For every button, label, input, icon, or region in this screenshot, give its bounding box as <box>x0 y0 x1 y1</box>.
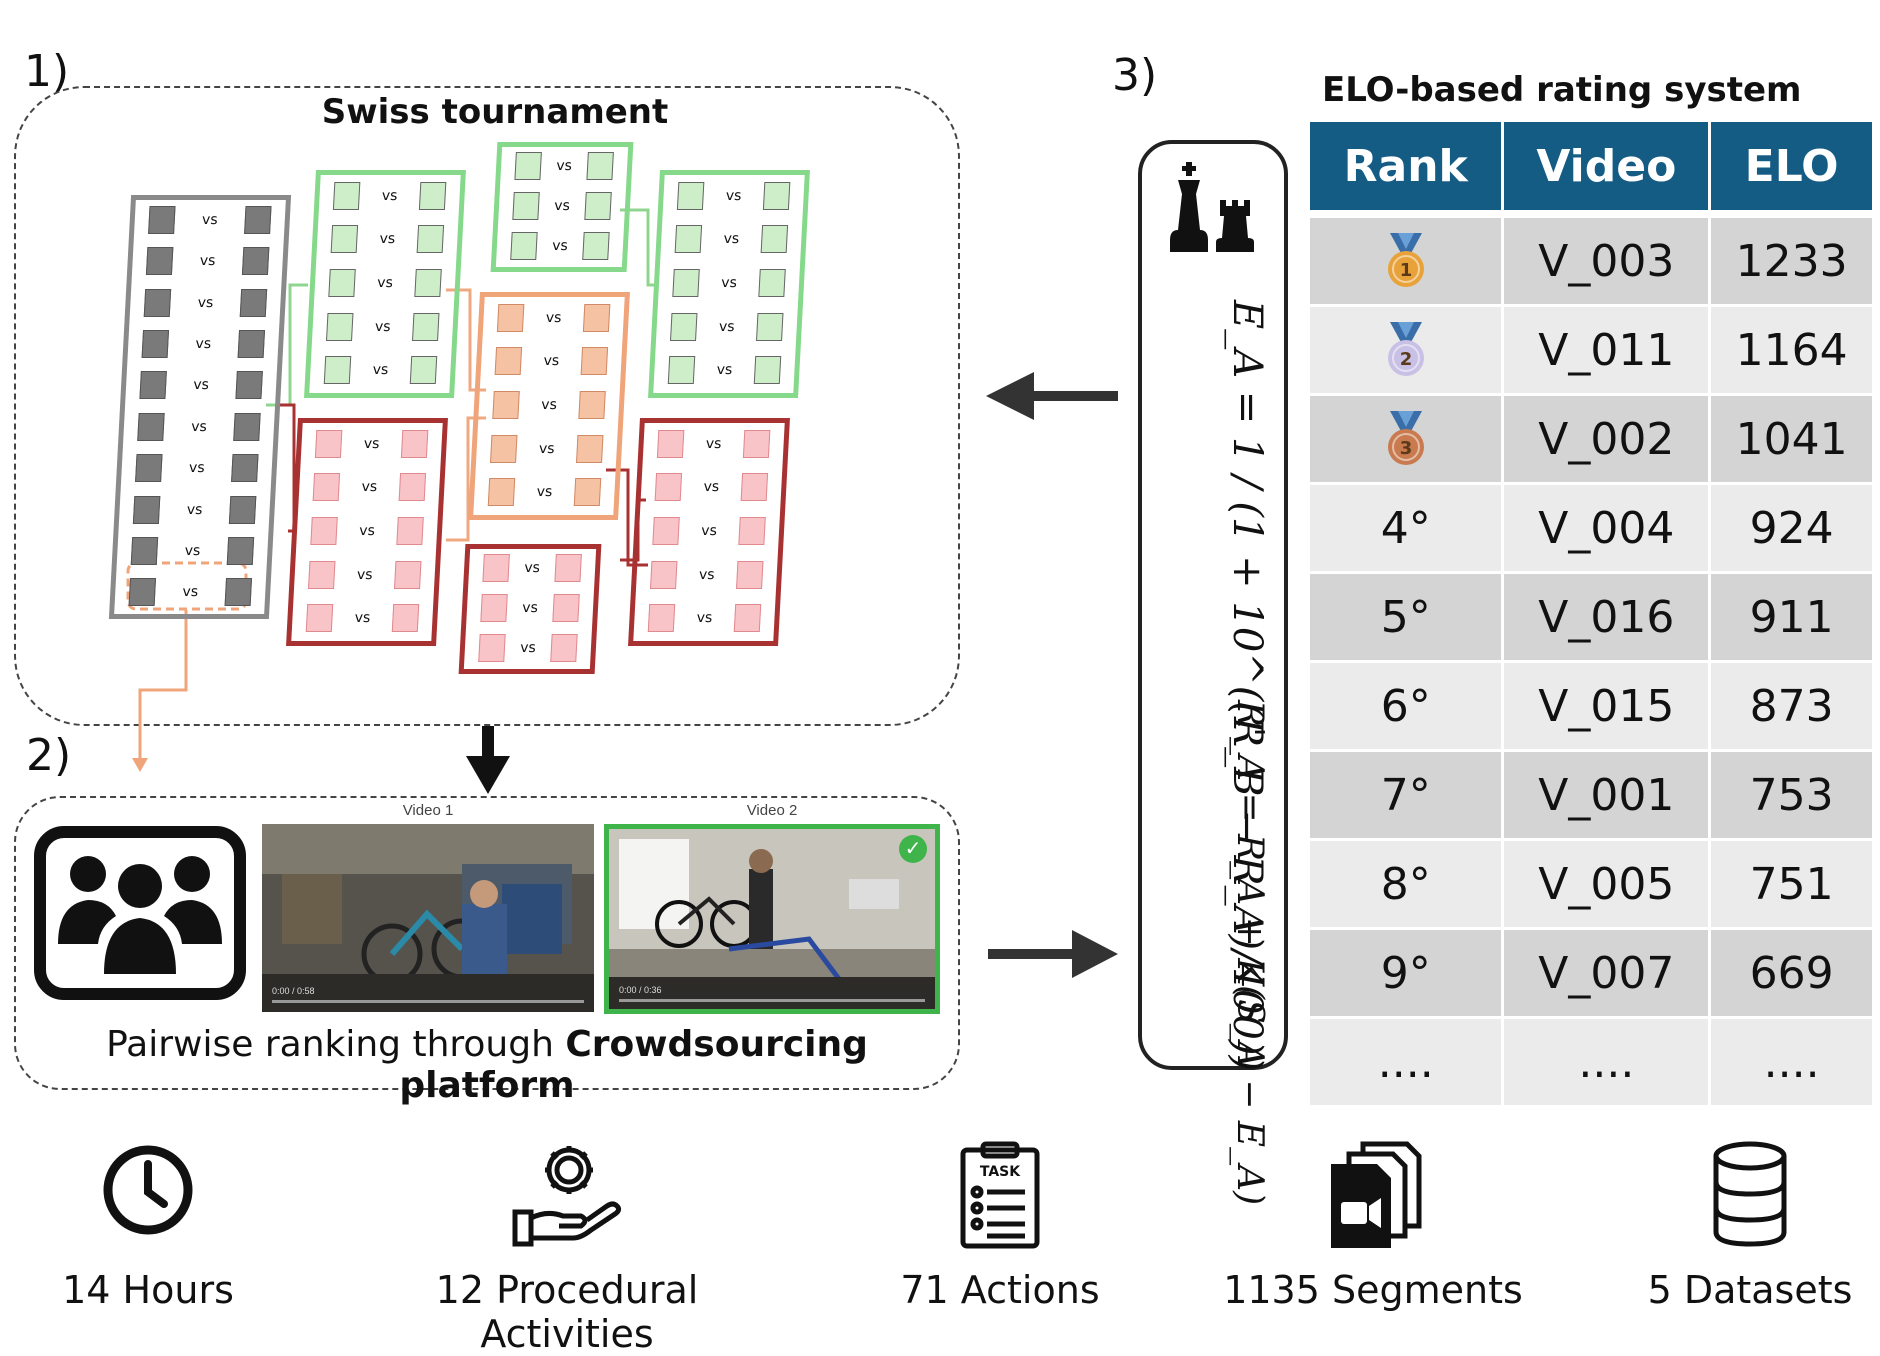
video-files-icon <box>1323 1140 1423 1255</box>
header-video: Video <box>1502 122 1712 218</box>
video-cell: V_011 <box>1502 305 1712 396</box>
video-2-label: Video 2 <box>746 802 798 819</box>
video-cell: V_001 <box>1502 750 1712 841</box>
chess-pieces-icon <box>1170 162 1254 252</box>
rank-cell: 8° <box>1310 839 1505 930</box>
table-row: ............ <box>1310 1017 1872 1108</box>
svg-text:3: 3 <box>1399 438 1412 459</box>
elo-cell: 751 <box>1709 839 1872 930</box>
elo-cell: 753 <box>1709 750 1872 841</box>
arrow-left-icon <box>986 372 1034 420</box>
gold-medal-icon: 1 <box>1384 231 1428 291</box>
video-cell: V_003 <box>1502 214 1712 307</box>
caption-bold: Crowdsourcing platform <box>399 1024 868 1106</box>
elo-cell: 911 <box>1709 572 1872 663</box>
stat-label: 14 Hours <box>62 1268 234 1312</box>
video-1-thumbnail <box>262 824 594 1012</box>
rank-cell: 7° <box>1310 750 1505 841</box>
rank-cell: 3 <box>1310 394 1505 485</box>
video-cell: V_015 <box>1502 661 1712 752</box>
clock-icon <box>98 1140 198 1245</box>
video-2-time: 0:00 / 0:36 <box>619 985 662 995</box>
selected-check-icon: ✓ <box>899 835 927 863</box>
arrow-down-icon <box>466 756 510 794</box>
rank-cell: 9° <box>1310 928 1505 1019</box>
crowdsourcing-panel <box>14 796 960 1090</box>
video-cell: .... <box>1502 1017 1712 1108</box>
rank-cell: 6° <box>1310 661 1505 752</box>
elo-cell: 873 <box>1709 661 1872 752</box>
hand-gear-icon <box>507 1140 627 1255</box>
caption-prefix: Pairwise ranking through <box>106 1024 566 1065</box>
database-icon <box>1710 1140 1790 1255</box>
step-3-label: 3) <box>1112 50 1158 101</box>
rank-cell: 1 <box>1310 214 1505 307</box>
rank-cell: 2 <box>1310 305 1505 396</box>
video-2-thumbnail <box>609 829 935 1009</box>
elo-cell: 924 <box>1709 483 1872 574</box>
group-people-icon <box>34 826 246 1000</box>
svg-text:TASK: TASK <box>980 1164 1021 1180</box>
video-1-label: Video 1 <box>402 802 454 819</box>
video-cell: V_002 <box>1502 394 1712 485</box>
video-1-progress[interactable] <box>272 1000 584 1003</box>
step-2-label: 2) <box>26 730 72 781</box>
video-1-time: 0:00 / 0:58 <box>272 986 315 996</box>
elo-formula-panel <box>1138 140 1288 1070</box>
tournament-title: Swiss tournament <box>321 92 669 132</box>
task-clipboard-icon: TASK <box>955 1140 1045 1255</box>
rating-update-formula: R'_A = R_A + K(S_A − E_A) <box>1229 700 1270 1206</box>
video-cell: V_005 <box>1502 839 1712 930</box>
svg-text:1: 1 <box>1399 260 1412 281</box>
header-elo: ELO <box>1709 122 1872 218</box>
stat-label: 71 Actions <box>900 1268 1100 1312</box>
header-rank: Rank <box>1310 122 1505 218</box>
video-cell: V_007 <box>1502 928 1712 1019</box>
svg-text:2: 2 <box>1399 349 1412 370</box>
rank-cell: 4° <box>1310 483 1505 574</box>
elo-cell: 1041 <box>1709 394 1872 485</box>
elo-cell: 1233 <box>1709 214 1872 307</box>
rank-cell: 5° <box>1310 572 1505 663</box>
video-1-player[interactable]: 0:00 / 0:58 <box>262 824 594 1012</box>
tournament-panel <box>14 86 960 726</box>
stat-label: 1135 Segments <box>1223 1268 1523 1312</box>
bronze-medal-icon: 3 <box>1384 409 1428 469</box>
elo-cell: .... <box>1709 1017 1872 1108</box>
video-cell: V_004 <box>1502 483 1712 574</box>
stat-label: 5 Datasets <box>1647 1268 1853 1312</box>
crowdsourcing-caption: Pairwise ranking through Crowdsourcing p… <box>20 1024 954 1106</box>
elo-cell: 1164 <box>1709 305 1872 396</box>
arrow-right-icon <box>1072 930 1118 978</box>
silver-medal-icon: 2 <box>1384 320 1428 380</box>
video-2-progress[interactable] <box>619 999 925 1002</box>
elo-cell: 669 <box>1709 928 1872 1019</box>
video-cell: V_016 <box>1502 572 1712 663</box>
rating-title: ELO-based rating system <box>1322 70 1802 110</box>
rank-cell: .... <box>1310 1017 1505 1108</box>
video-2-player[interactable]: ✓ 0:00 / 0:36 <box>604 824 940 1014</box>
